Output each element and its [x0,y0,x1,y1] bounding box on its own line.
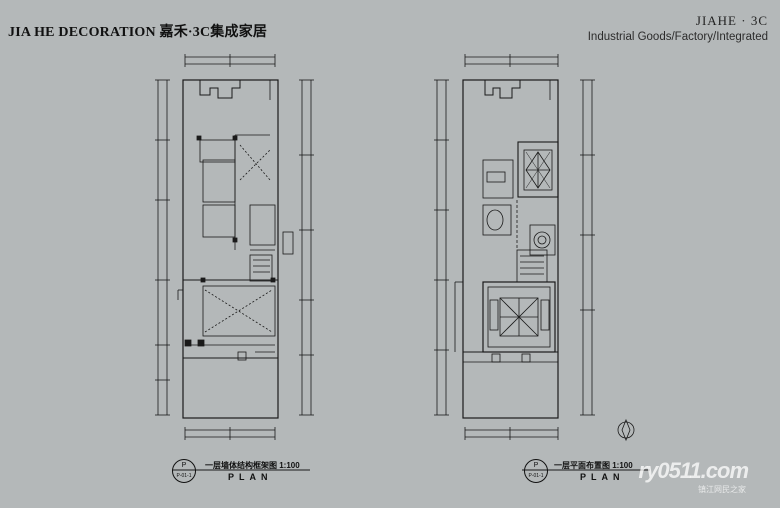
plan-caption-left: 一层墙体结构框架图 1:100 [205,461,300,470]
bubble-top-left: P [181,462,187,469]
brand-block-right: JIAHE · 3C Industrial Goods/Factory/Inte… [588,13,768,43]
bubble-top-right: P [533,462,539,469]
bubble-bottom-left: P-01-1 [176,473,192,479]
brand-title-left: JIA HE DECORATION 嘉禾·3C集成家居 [8,25,268,40]
right-plan [434,54,635,442]
bubble-bottom-right: P-01-1 [528,473,544,479]
plan-word-right: PLAN [580,472,625,482]
brand-subtitle-right: Industrial Goods/Factory/Integrated [587,31,768,43]
watermark-sub: 镇江网民之家 [698,485,746,494]
plan-bubble-left: P P-01-1 [172,459,196,483]
left-plan [155,54,314,440]
watermark-logo: ry0511.com [638,458,749,483]
plan-bubble-right: P P-01-1 [524,459,548,483]
brand-title-right: JIAHE · 3C [695,13,768,28]
plan-word-left: PLAN [228,472,273,482]
plan-caption-right: 一层平面布置图 1:100 [554,461,633,470]
